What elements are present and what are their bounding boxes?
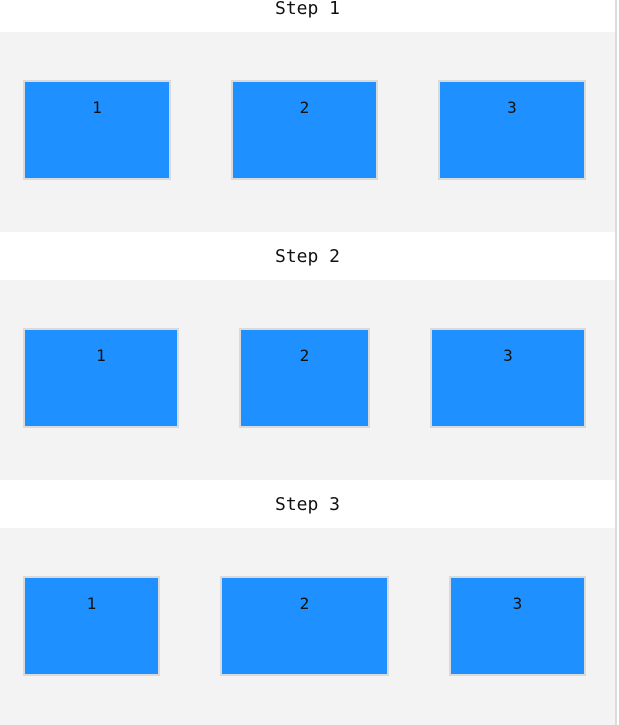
step-3-panel: 1 2 3 [0, 528, 615, 725]
step-3-box-2: 2 [220, 576, 389, 676]
step-2-title: Step 2 [274, 246, 341, 267]
step-1-panel: 1 2 3 [0, 32, 615, 232]
step-3-section: Step 3 1 2 3 [0, 480, 615, 725]
step-1-box-1: 1 [23, 80, 171, 180]
step-2-box-1: 1 [23, 328, 179, 428]
step-2-box-2: 2 [239, 328, 370, 428]
step-1-title: Step 1 [274, 0, 341, 19]
step-3-box-3: 3 [449, 576, 586, 676]
step-2-panel: 1 2 3 [0, 280, 615, 480]
step-3-box-1: 1 [23, 576, 160, 676]
step-1-box-3: 3 [438, 80, 586, 180]
step-2-section: Step 2 1 2 3 [0, 232, 615, 480]
step-1-box-2: 2 [231, 80, 378, 180]
step-2-box-3: 3 [430, 328, 586, 428]
page-right-border [615, 0, 617, 725]
step-3-title: Step 3 [274, 494, 341, 515]
step-1-section: Step 1 1 2 3 [0, 0, 615, 232]
